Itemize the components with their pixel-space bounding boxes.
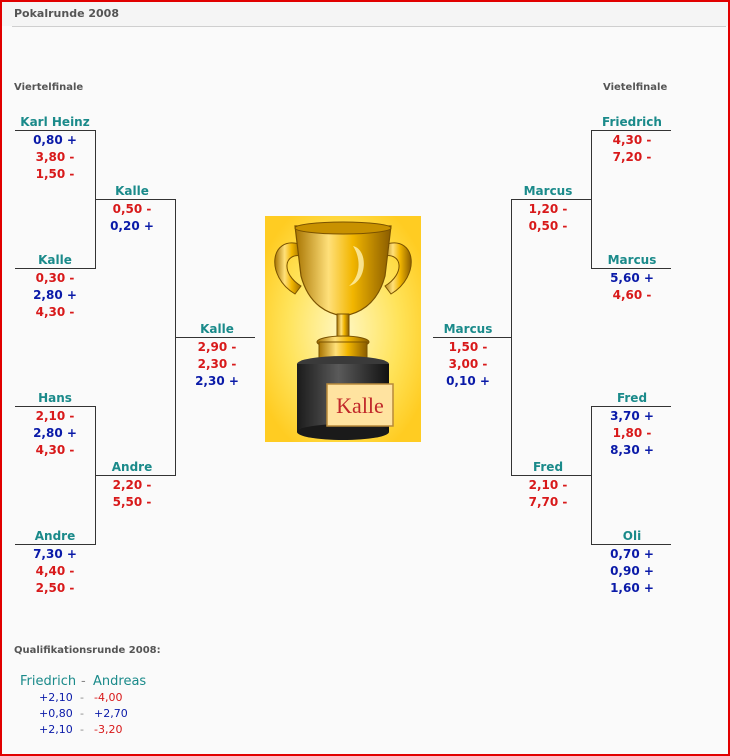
title-bar: Pokalrunde 2008 [2,2,728,26]
left-round-header: Viertelfinale [14,82,84,93]
sf-right-1-name: Marcus [523,184,573,198]
qual-score-b-1: -4,00 [94,691,123,704]
qf-right-1-name: Friedrich [602,115,662,129]
sf-right-1-line [511,199,591,200]
qual-score-b-2: +2,70 [94,707,128,720]
qf-right-1-line [591,130,671,131]
qual-dash-2: - [80,707,84,720]
qual-score-a-1: +2,10 [39,691,73,704]
trophy-label: Kalle [336,393,384,418]
qf-left-2-score-3: 4,30 - [35,305,75,319]
qf-left-1-name: Karl Heinz [20,115,90,129]
qf-left-1-score-2: 3,80 - [35,150,75,164]
final-left-name: Kalle [200,322,234,336]
final-right-score-2: 3,00 - [448,357,488,371]
final-right-score-1: 1,50 - [448,340,488,354]
qual-dash-1: - [80,691,84,704]
qf-right-1-score-2: 7,20 - [612,150,652,164]
right-round-header: Vietelfinale [603,82,668,93]
qf-left-3-score-2: 2,80 + [33,426,77,440]
sf-right-2-score-2: 7,70 - [528,495,568,509]
final-left-score-1: 2,90 - [197,340,237,354]
qf-right-4-score-2: 0,90 + [610,564,654,578]
connector-qf-right-2 [591,406,592,545]
sf-right-2-line [511,475,591,476]
qf-left-2-score-2: 2,80 + [33,288,77,302]
sf-left-1-score-2: 0,20 + [110,219,154,233]
qf-left-2-line [15,268,95,269]
qual-score-a-3: +2,10 [39,723,73,736]
qualification-player-2: Andreas [93,674,147,689]
qualification-title: Qualifikationsrunde 2008: [14,645,161,656]
qf-left-4-score-2: 4,40 - [35,564,75,578]
qf-left-2-name: Kalle [38,253,72,267]
sf-left-1-score-1: 0,50 - [112,202,152,216]
sf-left-2-line [95,475,175,476]
qual-score-b-3: -3,20 [94,723,123,736]
qualification-separator: - [81,674,86,689]
qf-right-3-score-1: 3,70 + [610,409,654,423]
qf-left-2-score-1: 0,30 - [35,271,75,285]
qualification-player-1: Friedrich [20,674,77,689]
qual-dash-3: - [80,723,84,736]
qf-right-2-score-2: 4,60 - [612,288,652,302]
qual-score-a-2: +0,80 [39,707,73,720]
sf-left-1-name: Kalle [115,184,149,198]
qf-right-3-name: Fred [616,391,648,405]
page-title: Pokalrunde 2008 [14,7,119,20]
connector-qf-right-1 [591,130,592,269]
qf-left-3-score-3: 4,30 - [35,443,75,457]
qf-left-3-name: Hans [38,391,72,405]
sf-left-2-score-2: 5,50 - [112,495,152,509]
sf-left-2-score-1: 2,20 - [112,478,152,492]
qf-right-2-name: Marcus [607,253,657,267]
qf-right-4-score-3: 1,60 + [610,581,654,595]
title-divider [12,26,726,27]
qf-left-4-score-1: 7,30 + [33,547,77,561]
qf-left-3-score-1: 2,10 - [35,409,75,423]
final-left-score-3: 2,30 + [195,374,239,388]
sf-right-2-score-1: 2,10 - [528,478,568,492]
sf-left-2-name: Andre [111,460,153,474]
qf-right-3-score-2: 1,80 - [612,426,652,440]
qf-right-1-score-1: 4,30 - [612,133,652,147]
qf-right-2-line [591,268,671,269]
qf-right-3-score-3: 8,30 + [610,443,654,457]
trophy-icon: Kalle [265,216,421,442]
qf-right-4-line [591,544,671,545]
qf-left-4-score-3: 2,50 - [35,581,75,595]
qf-left-4-line [15,544,95,545]
final-right-score-3: 0,10 + [446,374,490,388]
qf-right-2-score-1: 5,60 + [610,271,654,285]
sf-right-2-name: Fred [532,460,564,474]
qf-right-3-line [591,406,671,407]
qf-right-4-score-1: 0,70 + [610,547,654,561]
connector-sf-right [511,199,512,476]
qf-left-1-score-1: 0,80 + [33,133,77,147]
qf-right-4-name: Oli [622,529,642,543]
sf-right-1-score-1: 1,20 - [528,202,568,216]
qf-left-1-score-3: 1,50 - [35,167,75,181]
sf-right-1-score-2: 0,50 - [528,219,568,233]
final-right-name: Marcus [443,322,493,336]
sf-left-1-line [95,199,175,200]
final-right-line [433,337,511,338]
final-left-line [175,337,255,338]
qf-left-3-line [15,406,95,407]
qf-left-1-line [15,130,95,131]
final-left-score-2: 2,30 - [197,357,237,371]
qf-left-4-name: Andre [34,529,76,543]
